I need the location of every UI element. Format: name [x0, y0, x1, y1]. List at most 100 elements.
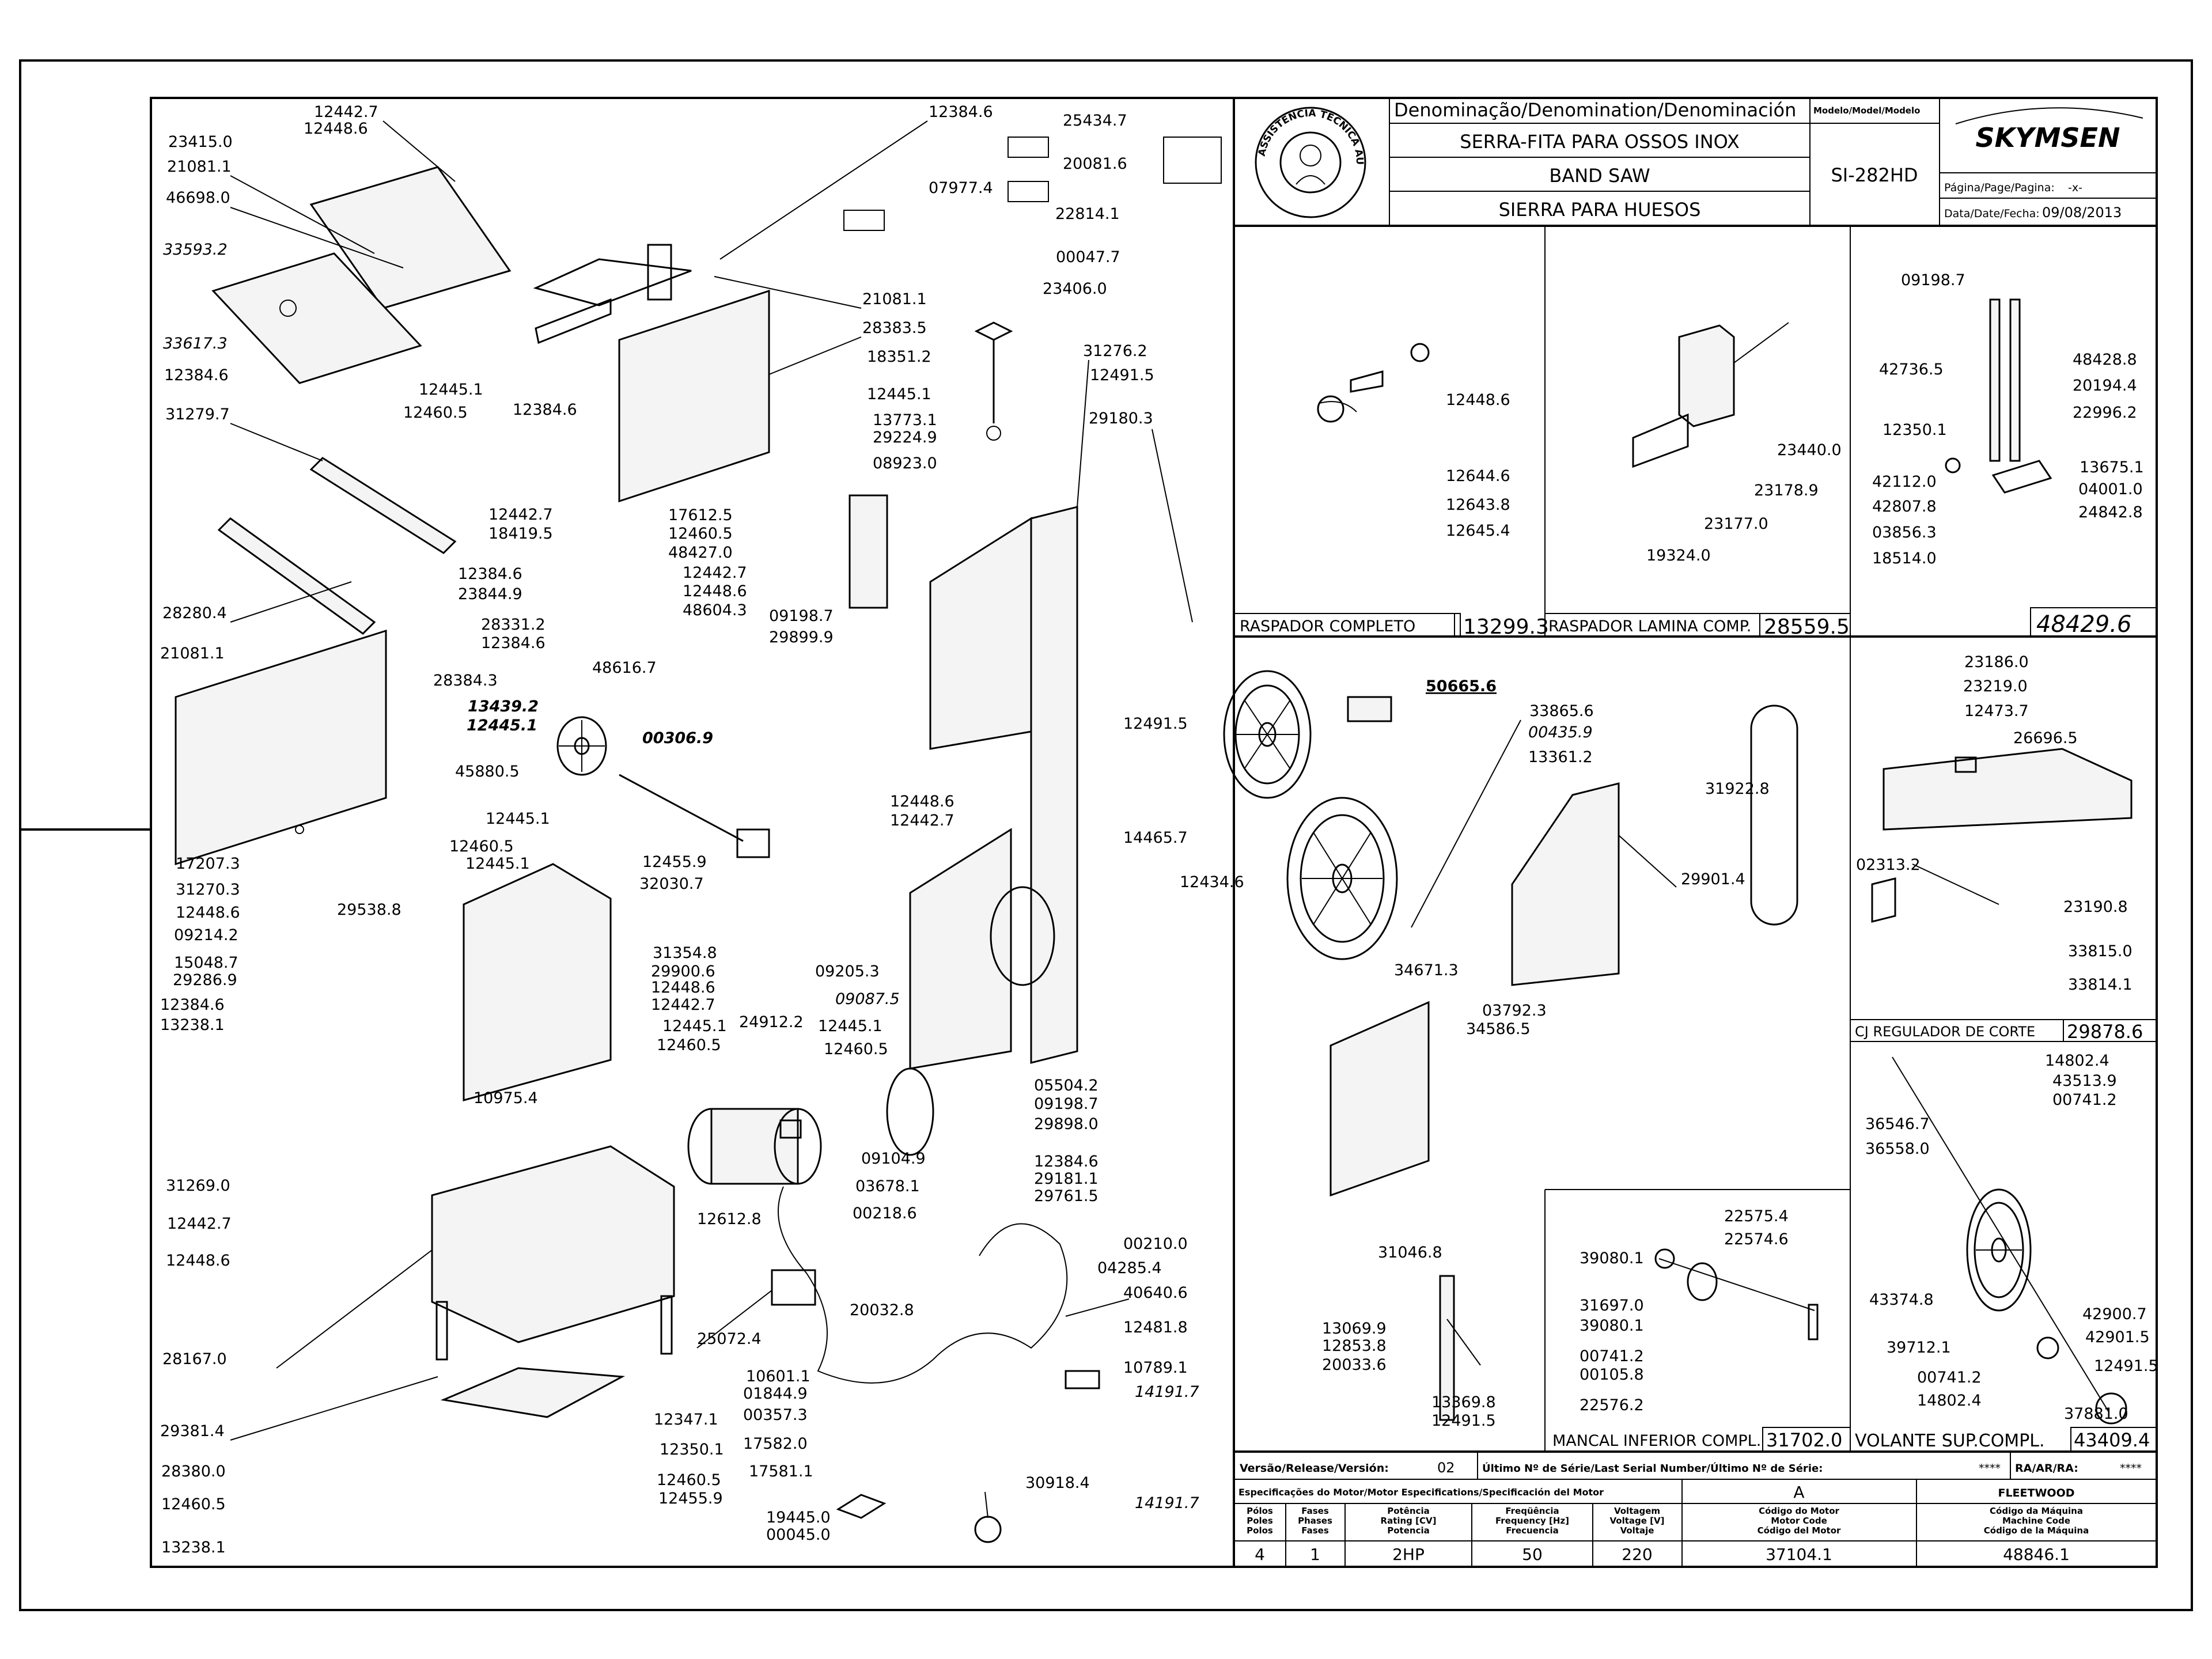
motor — [687, 1108, 822, 1185]
lower-wheel-cover — [1330, 1001, 1430, 1197]
motor-class: A — [1793, 1483, 1804, 1502]
callout-label: 29901.4 — [1681, 870, 1745, 888]
callout-label: 33815.0 — [2068, 942, 2133, 960]
callout-label: 04285.4 — [1097, 1259, 1162, 1277]
spec-header-cell: Phases — [1298, 1516, 1332, 1526]
callout-label: 12460.5 — [449, 838, 514, 855]
start-switch — [1065, 1370, 1100, 1389]
callout-label: 23178.9 — [1754, 482, 1819, 499]
top-tray-plate — [211, 252, 422, 384]
callout-label: 10789.1 — [1123, 1359, 1188, 1377]
callout-label: 28380.0 — [161, 1463, 226, 1480]
regulador-code: 29878.6 — [2067, 1021, 2143, 1043]
top-cover-plate — [309, 166, 512, 309]
callout-label: 42901.5 — [2085, 1328, 2150, 1346]
callout-label: 33617.3 — [163, 335, 228, 353]
callout-label: 22574.6 — [1724, 1230, 1789, 1248]
callout-label: 12384.6 — [164, 366, 229, 384]
version-label: Versão/Release/Versión: — [1240, 1462, 1389, 1475]
volante-sup-label: VOLANTE SUP.COMPL. — [1855, 1431, 2045, 1451]
scraper-detail — [1317, 343, 1430, 423]
callout-label: 33593.2 — [163, 241, 228, 259]
callout-label: 08923.0 — [873, 454, 937, 472]
callout-label: 00435.9 — [1528, 724, 1593, 741]
callout-label: 13238.1 — [160, 1016, 225, 1034]
spec-header-cell: Frequency [Hz] — [1495, 1516, 1569, 1526]
callout-label: 12442.7 — [167, 1215, 232, 1233]
callout-label: 42112.0 — [1872, 473, 1937, 491]
spec-header-cell: Potencia — [1387, 1525, 1429, 1536]
callout-label: 12491.5 — [2094, 1357, 2158, 1375]
callout-label: 20032.8 — [850, 1301, 914, 1319]
leader-lines — [230, 120, 1677, 1518]
callout-label: 23219.0 — [1963, 677, 2028, 695]
callout-label: 25434.7 — [1063, 112, 1127, 130]
callout-label: 12445.1 — [465, 855, 530, 873]
callout-label: 29898.0 — [1034, 1115, 1099, 1133]
spec-value-cell: 1 — [1310, 1545, 1320, 1564]
callout-label: 23406.0 — [1043, 280, 1107, 298]
callout-label: 12442.7 — [890, 812, 955, 830]
callout-label: 13773.1 — [873, 411, 937, 429]
callout-label: 04001.0 — [2078, 480, 2143, 498]
callout-label: 17207.3 — [176, 855, 240, 873]
callout-label: 32030.7 — [639, 875, 704, 893]
callout-label: 10975.4 — [474, 1089, 538, 1107]
callout-label: 12645.4 — [1446, 522, 1510, 540]
callout-label: 12448.6 — [166, 1252, 230, 1270]
spec-value-cell: 2HP — [1392, 1545, 1425, 1564]
callout-label: 34671.3 — [1394, 961, 1459, 979]
callout-label: 14191.7 — [1135, 1494, 1199, 1512]
callout-label: 28331.2 — [481, 616, 546, 634]
spec-header-cell: Pólos — [1247, 1506, 1273, 1516]
spec-header-cell: Rating [CV] — [1381, 1516, 1437, 1526]
lower-bearing-detail — [1654, 1248, 1819, 1340]
lower-wheel — [1286, 797, 1398, 960]
spec-value-cell: 4 — [1255, 1545, 1265, 1564]
callout-label: 12384.6 — [513, 401, 577, 419]
motor-brand: FLEETWOOD — [1998, 1487, 2074, 1499]
callout-label: 12384.6 — [1034, 1153, 1099, 1171]
upper-wheel — [1223, 670, 1312, 799]
cut-regulator-detail — [1871, 748, 2133, 923]
raspador-completo-label: RASPADOR COMPLETO — [1240, 618, 1415, 635]
model-header: Modelo/Model/Modelo — [1813, 105, 1920, 116]
decal-box-1 — [1007, 137, 1049, 158]
callout-label: 12442.7 — [683, 564, 747, 582]
callout-label: 09198.7 — [769, 607, 834, 625]
spec-header-cell: Código de la Máquina — [1984, 1525, 2089, 1536]
blade-guide-bracket — [849, 494, 888, 609]
callout-label: 12460.5 — [657, 1471, 721, 1489]
callout-label: 17612.5 — [668, 506, 733, 524]
decal-box-2 — [1007, 181, 1049, 202]
mancal-inferior-code: 31702.0 — [1766, 1429, 1842, 1451]
callout-label: 43513.9 — [2052, 1072, 2117, 1090]
callout-label: 12448.6 — [304, 120, 368, 138]
pushbutton-knob — [974, 1516, 1002, 1543]
spec-value-cell: 220 — [1622, 1545, 1652, 1564]
callout-label: 29286.9 — [173, 971, 237, 989]
callout-label: 12448.6 — [176, 904, 240, 922]
callout-label: 14802.4 — [2045, 1052, 2109, 1070]
callout-label: 00218.6 — [853, 1205, 917, 1222]
callout-label: 12384.6 — [929, 103, 993, 121]
small-bracket — [836, 1494, 887, 1519]
callout-label: 14465.7 — [1123, 829, 1188, 847]
spec-header-cell: Código do Motor — [1759, 1506, 1839, 1516]
callout-label: 00210.0 — [1123, 1235, 1188, 1253]
page-label: Página/Page/Pagina: — [1944, 181, 2055, 194]
callout-label: 48427.0 — [668, 544, 733, 562]
hinge-bracket — [647, 244, 672, 301]
callout-label: 12491.5 — [1123, 715, 1188, 733]
callout-label: 12460.5 — [824, 1040, 888, 1058]
callout-labels: 12442.7 12448.6 23415.0 21081.1 46698.0 … — [160, 103, 2158, 1556]
detail-panels: RASPADOR COMPLETO 13299.3 RASPADOR LAMIN… — [1233, 226, 2157, 1452]
callout-label: 12448.6 — [890, 793, 955, 810]
spec-value-cell: 50 — [1522, 1545, 1543, 1564]
callout-label: 12442.7 — [651, 996, 715, 1014]
spec-value-cell: 37104.1 — [1766, 1545, 1832, 1564]
callout-label: 12350.1 — [660, 1441, 724, 1459]
callout-label: 29899.9 — [769, 628, 834, 646]
callout-label: 23186.0 — [1964, 653, 2029, 671]
callout-label: 00105.8 — [1580, 1366, 1644, 1384]
